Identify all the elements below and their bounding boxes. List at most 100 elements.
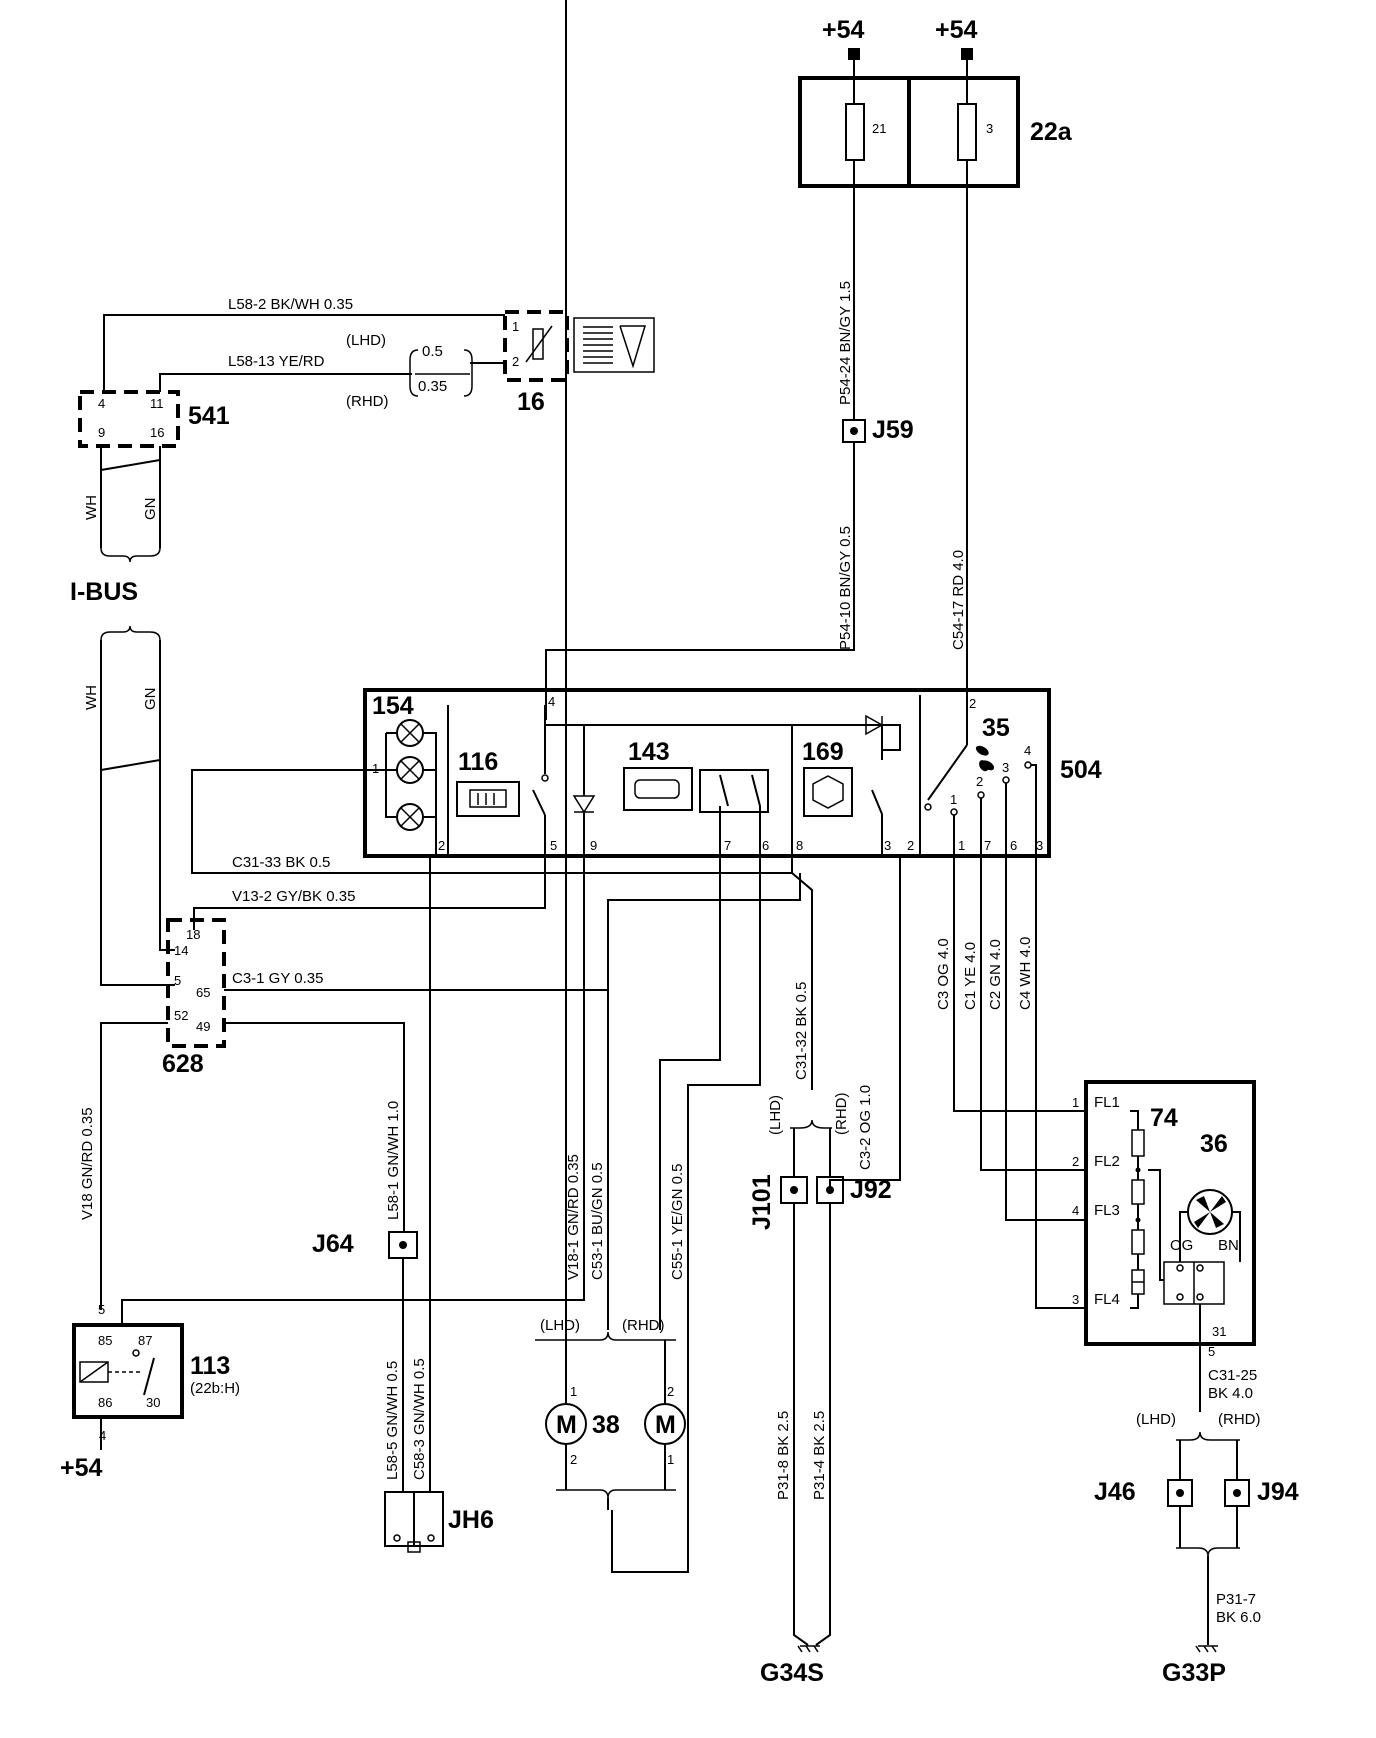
label-c55-1: C55-1 YE/GN 0.5	[669, 1164, 686, 1280]
ground-g34s-label: G34S	[760, 1659, 824, 1687]
label-c4: C4 WH 4.0	[1017, 937, 1034, 1010]
label-lhd-j46: (LHD)	[1136, 1411, 1176, 1428]
sensor-icon	[812, 775, 844, 809]
brace-ibus-top	[100, 547, 161, 563]
label-rhd-j94: (RHD)	[1218, 1411, 1261, 1428]
svg-text:16: 16	[150, 425, 164, 440]
svg-text:1: 1	[372, 761, 379, 776]
wire-l58-1	[224, 1022, 405, 1232]
label-bk40: BK 4.0	[1208, 1385, 1253, 1402]
fuse-box-label: 22a	[1030, 118, 1073, 146]
svg-text:2: 2	[907, 838, 914, 853]
display-icon	[634, 779, 680, 799]
svg-text:3: 3	[1072, 1292, 1079, 1307]
svg-text:5: 5	[550, 838, 557, 853]
component-113-label: 113	[190, 1352, 230, 1380]
wire-l58-2	[103, 314, 505, 392]
label-c31-33: C31-33 BK 0.5	[232, 854, 330, 871]
diode-icon	[865, 714, 884, 736]
svg-text:9: 9	[98, 425, 105, 440]
label-v18-1: V18-1 GN/RD 0.35	[565, 1154, 582, 1280]
ground-g33p-label: G33P	[1162, 1659, 1226, 1687]
svg-text:31: 31	[1212, 1324, 1226, 1339]
component-36-label: 36	[1200, 1130, 1228, 1158]
component-116-label: 116	[458, 748, 498, 776]
svg-text:M: M	[556, 1411, 577, 1439]
label-size-05: 0.5	[422, 343, 443, 360]
wire-v18-1	[121, 856, 585, 1325]
label-lhd-16: (LHD)	[346, 332, 386, 349]
brace-j101	[790, 1119, 832, 1129]
svg-text:30: 30	[146, 1395, 160, 1410]
wire-ibus-wh-bottom	[100, 640, 175, 986]
junction-j59-label: J59	[872, 416, 914, 444]
component-504-label: 504	[1060, 756, 1102, 784]
label-gn-top: GN	[142, 498, 159, 521]
ground-g34s-icon	[797, 1645, 820, 1653]
svg-text:2: 2	[969, 696, 976, 711]
ibus-label: I-BUS	[70, 578, 138, 606]
label-p54-24: P54-24 BN/GY 1.5	[837, 281, 854, 405]
label-p31-7: P31-7	[1216, 1591, 1256, 1608]
label-l58-5: L58-5 GN/WH 0.5	[384, 1361, 401, 1480]
ground-g33p-icon	[1195, 1645, 1218, 1653]
label-c3: C3 OG 4.0	[935, 938, 952, 1010]
relay-supply-label: +54	[60, 1454, 103, 1482]
svg-text:7: 7	[984, 838, 991, 853]
fuse-21	[845, 103, 865, 161]
svg-text:5: 5	[174, 973, 181, 988]
svg-text:87: 87	[138, 1333, 152, 1348]
label-c53-1: C53-1 BU/GN 0.5	[589, 1162, 606, 1280]
component-541: 4 11 9 16 541	[78, 390, 230, 448]
svg-text:3: 3	[1002, 760, 1009, 775]
wire-c3-2	[829, 856, 901, 1190]
label-l58-2: L58-2 BK/WH 0.35	[228, 296, 353, 313]
wire-c53-route	[659, 856, 721, 1330]
label-wh-top: WH	[83, 495, 100, 520]
svg-text:FL4: FL4	[1094, 1291, 1120, 1308]
component-504: 504 154 1 2 116 5 4	[363, 688, 1102, 858]
wire-c31-33	[191, 769, 793, 874]
svg-text:7: 7	[724, 838, 731, 853]
brace-ibus-bottom	[100, 625, 161, 641]
component-35-label: 35	[982, 714, 1010, 742]
wire-c1-ye	[980, 856, 1086, 1171]
wire-v18	[100, 1022, 168, 1310]
component-541-label: 541	[188, 402, 230, 430]
resistor-2	[1131, 1179, 1145, 1205]
wire-p54-10	[545, 442, 855, 720]
junction-jh6-label: JH6	[448, 1506, 494, 1534]
svg-text:18: 18	[186, 927, 200, 942]
label-c58-3: C58-3 GN/WH 0.5	[411, 1358, 428, 1480]
label-c54-17: C54-17 RD 4.0	[950, 550, 967, 650]
component-16-label: 16	[517, 388, 545, 416]
label-c3-1: C3-1 GY 0.35	[232, 970, 323, 987]
svg-text:M: M	[655, 1411, 676, 1439]
svg-text:6: 6	[1010, 838, 1017, 853]
svg-text:1: 1	[950, 792, 957, 807]
supply-label-left: +54	[822, 16, 865, 44]
label-c31-32: C31-32 BK 0.5	[793, 982, 810, 1080]
component-38: (LHD) (RHD) M M 1 2 2 1 38	[535, 0, 686, 1510]
junction-jh6: JH6	[384, 1491, 494, 1553]
fan-icon	[975, 745, 995, 772]
svg-text:5: 5	[1208, 1344, 1215, 1359]
component-143-label: 143	[628, 738, 670, 766]
svg-text:6: 6	[762, 838, 769, 853]
label-l58-13: L58-13 YE/RD	[228, 353, 325, 370]
label-rhd-16: (RHD)	[346, 393, 389, 410]
svg-text:2: 2	[667, 1384, 674, 1399]
component-113-sublabel: (22b:H)	[190, 1380, 240, 1397]
wire-p31-8	[793, 1203, 809, 1646]
led-icon	[572, 795, 596, 814]
label-c2: C2 GN 4.0	[987, 939, 1004, 1010]
svg-text:BN: BN	[1218, 1237, 1239, 1254]
label-v13-2: V13-2 GY/BK 0.35	[232, 888, 355, 905]
svg-text:86: 86	[98, 1395, 112, 1410]
svg-text:FL2: FL2	[1094, 1153, 1120, 1170]
brace-right	[463, 349, 473, 397]
svg-text:4: 4	[99, 1428, 106, 1443]
component-16: 1 2 16	[503, 310, 655, 416]
svg-text:65: 65	[196, 985, 210, 1000]
wire-p31-4	[815, 1203, 831, 1646]
